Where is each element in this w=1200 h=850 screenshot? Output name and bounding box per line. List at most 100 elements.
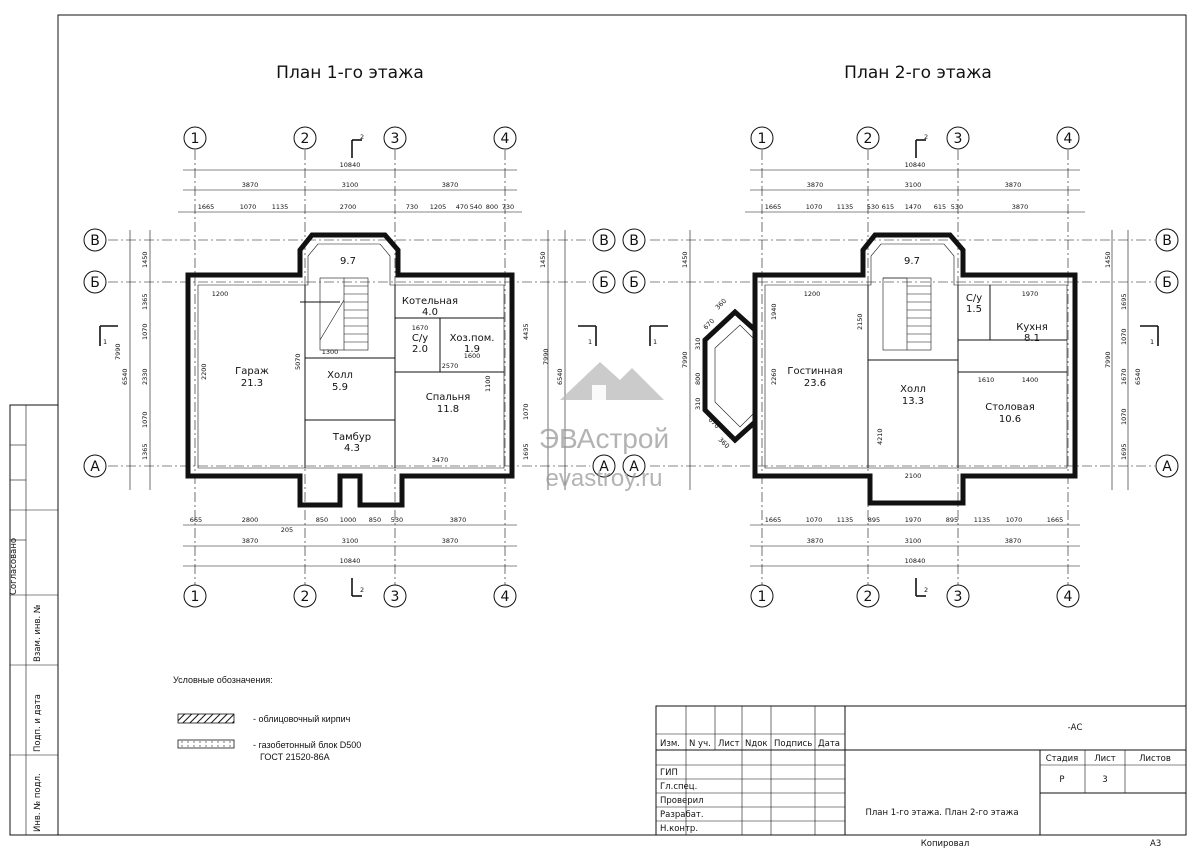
dim-top: 1135: [837, 203, 854, 211]
dim-inner: 1970: [1022, 290, 1039, 298]
tb-sheet-header: Лист: [1094, 754, 1116, 764]
room-kitchen-area: 8.1: [1024, 333, 1040, 344]
dim-left: 7990: [681, 351, 689, 368]
room-wc-area: 2.0: [412, 344, 428, 355]
dim-left: 1450: [681, 251, 689, 268]
room-garage-area: 21.3: [241, 378, 263, 389]
dim-left: 7990: [114, 343, 122, 360]
dim-top: 3870: [1012, 203, 1029, 211]
dim-overall: 10840: [905, 161, 926, 169]
axis-label: Б: [629, 275, 639, 291]
dim-right: 1070: [1120, 328, 1128, 345]
dim-inner: 5070: [294, 353, 302, 370]
dim-bay: 3870: [807, 537, 824, 545]
dim-bay: 3870: [242, 181, 259, 189]
dim-right: 7990: [1104, 351, 1112, 368]
dim-left: 1070: [141, 323, 149, 340]
dim-top: 1665: [765, 203, 782, 211]
dim-bottom: 1665: [1047, 516, 1064, 524]
dim-inner: 4210: [876, 428, 884, 445]
tb-header: Дата: [818, 739, 840, 749]
axis-label: 3: [954, 131, 963, 147]
room-bedroom-area: 11.8: [437, 404, 459, 415]
tb-header: Подпись: [774, 739, 812, 749]
dim-bay: 3100: [905, 181, 922, 189]
axis-label: Б: [90, 275, 100, 291]
dim-bottom: 665: [190, 516, 202, 524]
axis-label: 3: [391, 131, 400, 147]
dim-bay: 3100: [342, 181, 359, 189]
dim-bottom: 895: [868, 516, 880, 524]
dim-inner: 2260: [770, 368, 778, 385]
plan1-axis-bubbles: 1 2 3 4 1 2 3 4 В Б А В Б А: [83, 126, 616, 608]
dim-left: 1450: [141, 251, 149, 268]
tb-role: Проверил: [660, 796, 704, 806]
dim-top: 530: [951, 203, 963, 211]
section-mark: 2 2 1 1: [649, 133, 1159, 597]
axis-label: В: [629, 233, 639, 249]
axis-label: 3: [391, 589, 400, 605]
tb-role: Гл.спец.: [660, 782, 697, 792]
dim-top: 615: [882, 203, 894, 211]
dim-left: 1070: [141, 411, 149, 428]
dim-bay: 3100: [342, 537, 359, 545]
dim-inner: 2200: [200, 363, 208, 380]
room-hall-area: 5.9: [332, 382, 348, 393]
axis-label: 4: [1064, 131, 1073, 147]
svg-text:2: 2: [924, 133, 928, 141]
legend: Условные обозначения: - облицовочный кир…: [173, 675, 361, 762]
dim-bay-window: 360: [714, 297, 728, 311]
dim-inner: 1610: [978, 376, 995, 384]
svg-text:1: 1: [1150, 338, 1154, 346]
dim-top: 470: [456, 203, 468, 211]
axis-label: 4: [501, 589, 510, 605]
dim-top: 1135: [272, 203, 289, 211]
tb-role: Разрабат.: [660, 810, 704, 820]
tb-code: -АС: [1068, 723, 1083, 733]
dim-left: 6540: [121, 368, 129, 385]
dim-right: 1695: [522, 443, 530, 460]
dim-top: 1470: [905, 203, 922, 211]
dim-inner: 1600: [464, 352, 481, 360]
axis-label: А: [599, 459, 609, 475]
watermark-site: evastroy.ru: [546, 465, 663, 492]
svg-text:2: 2: [360, 133, 364, 141]
room-boiler-area: 4.0: [422, 307, 438, 318]
dim-top: 1070: [240, 203, 257, 211]
room-stair2-area: 9.7: [904, 256, 920, 267]
axis-label: 1: [758, 589, 767, 605]
room-living-name: Гостинная: [787, 366, 842, 377]
dim-bottom: 1135: [974, 516, 991, 524]
tb-stage-header: Стадия: [1046, 754, 1079, 764]
axis-label: 2: [864, 131, 873, 147]
room-storage-area: 1.9: [464, 344, 480, 355]
axis-label: А: [1162, 459, 1172, 475]
svg-text:1: 1: [103, 338, 107, 346]
dim-bay-window: 800: [694, 373, 702, 385]
dim-top: 615: [934, 203, 946, 211]
legend-brick-swatch: [177, 713, 235, 724]
dim-inner: 1940: [770, 303, 778, 320]
axis-label: Б: [599, 275, 609, 291]
dim-top: 1665: [198, 203, 215, 211]
axis-label: 2: [864, 589, 873, 605]
dim-bay: 3870: [807, 181, 824, 189]
dim-right: 6540: [1134, 368, 1142, 385]
stair-plan2: [882, 277, 932, 351]
dim-bay-window: 670: [707, 416, 721, 430]
tb-header: Nдок: [745, 739, 768, 749]
watermark-brand: ЭВАстрой: [539, 423, 669, 454]
dim-left: 1365: [141, 293, 149, 310]
tb-copied: Копировал: [921, 839, 970, 849]
tb-format: А3: [1150, 839, 1161, 849]
section-mark: 2 2 1 1: [99, 133, 597, 597]
dim-right: 1695: [1120, 293, 1128, 310]
axis-label: 1: [191, 589, 200, 605]
legend-item-0: - облицовочный кирпич: [253, 714, 351, 724]
dim-bay: 3870: [1005, 181, 1022, 189]
dim-bottom: 205: [281, 526, 293, 534]
tb-role: Н.контр.: [660, 824, 698, 834]
axis-label: 4: [501, 131, 510, 147]
legend-item-1: - газобетонный блок D500: [253, 740, 361, 750]
